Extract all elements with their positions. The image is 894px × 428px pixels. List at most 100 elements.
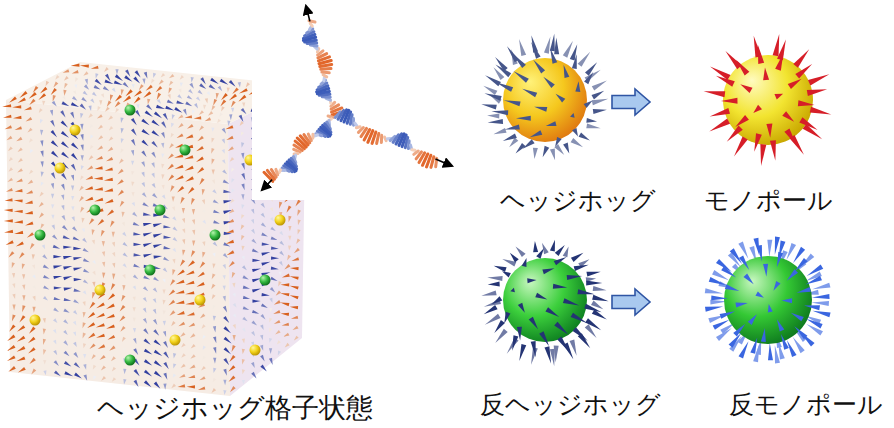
spin-cone	[487, 276, 502, 281]
figure-node: ヘッジホッグ格子状態	[0, 40, 330, 400]
spin-cone	[163, 236, 171, 239]
q-vector-arrow	[306, 6, 310, 21]
spin-cone	[94, 198, 103, 202]
spin-cone	[189, 365, 195, 369]
spin-cone	[260, 364, 266, 371]
spin-cone	[63, 90, 66, 96]
spin-cone	[61, 131, 69, 138]
helix-spin	[311, 134, 314, 138]
spin-cone	[233, 303, 237, 308]
spin-cone	[6, 240, 14, 245]
spin-cone	[172, 259, 175, 264]
spin-cone	[154, 371, 162, 378]
spin-cone	[95, 79, 102, 85]
spin-cone	[9, 96, 17, 102]
spin-cone	[92, 292, 95, 299]
spin-cone	[167, 99, 174, 103]
spin-cone	[550, 349, 555, 367]
spin-cone	[133, 348, 138, 355]
spin-cone	[64, 371, 73, 376]
spin-cone	[716, 76, 735, 87]
spin-cone	[185, 134, 193, 138]
spin-cone	[557, 337, 569, 353]
spin-cone	[161, 121, 166, 128]
spin-cone	[492, 296, 503, 304]
spin-cone	[122, 285, 125, 291]
spin-cone	[156, 105, 165, 109]
antimonopole-dot	[180, 145, 191, 156]
sphere	[503, 258, 587, 342]
spin-cone	[226, 240, 234, 244]
spin-cone	[241, 142, 244, 147]
spin-cone	[493, 128, 506, 134]
block-arrow	[612, 89, 650, 115]
spin-cone	[223, 285, 226, 290]
spin-cone	[8, 167, 13, 171]
spin-cone	[494, 266, 507, 272]
spin-cone	[269, 308, 272, 312]
spin-cone	[585, 318, 601, 330]
spin-cone	[229, 261, 235, 267]
spin-cone	[153, 234, 162, 238]
monopole-dot	[250, 345, 261, 356]
spin-cone	[41, 182, 44, 186]
spin-cone	[185, 302, 194, 305]
spin-cone	[222, 159, 226, 164]
spin-cone	[760, 144, 766, 166]
spin-cone	[143, 254, 152, 258]
spin-cone	[205, 117, 211, 121]
spin-cone	[177, 133, 184, 138]
spin-cone	[83, 374, 87, 380]
spin-cone	[212, 169, 215, 174]
spin-cone	[793, 337, 805, 353]
spin-cone	[157, 99, 161, 104]
spin-cone	[239, 115, 244, 122]
spin-cone	[811, 301, 829, 306]
spin-cone	[260, 345, 263, 351]
spin-cone	[227, 219, 234, 223]
spin-cone	[83, 290, 87, 294]
spin-cone	[143, 91, 151, 98]
spin-cone	[73, 352, 78, 358]
spin-cone	[563, 298, 579, 305]
spin-cone	[261, 303, 268, 308]
spin-cone	[290, 286, 299, 290]
spin-cone	[550, 48, 557, 64]
spin-cone	[122, 337, 126, 342]
spin-cone	[563, 143, 569, 154]
spin-cone	[104, 188, 113, 191]
spin-cone	[546, 121, 557, 126]
spin-cone	[224, 347, 231, 354]
spin-cone	[163, 373, 167, 380]
spin-cone	[174, 154, 183, 158]
spin-cone	[101, 376, 106, 381]
spin-cone	[804, 305, 820, 310]
spin-cone	[205, 98, 208, 103]
spin-cone	[32, 296, 35, 301]
spin-cone	[743, 274, 753, 285]
spin-cone	[22, 284, 25, 289]
node-label: モノポール	[704, 186, 833, 216]
spin-cone	[539, 331, 549, 346]
spin-cone	[154, 339, 162, 345]
spin-cone	[533, 59, 545, 73]
spin-cone	[152, 193, 157, 198]
spin-cone	[543, 146, 550, 157]
spin-cone	[163, 351, 169, 358]
spin-cone	[115, 95, 122, 102]
spin-cone	[527, 278, 536, 283]
spin-cone	[295, 199, 300, 206]
spin-cone	[169, 74, 174, 78]
spin-cone	[280, 293, 289, 296]
spin-cone	[542, 268, 554, 274]
spin-cone	[238, 95, 246, 102]
spin-cone	[163, 246, 170, 249]
spin-cone	[87, 322, 95, 328]
spin-cone	[730, 248, 742, 264]
spin-cone	[51, 215, 54, 220]
spin-cone	[768, 343, 773, 360]
spin-cone	[102, 241, 105, 247]
spin-cone	[17, 168, 23, 172]
spin-cone	[144, 349, 153, 355]
spin-cone	[74, 84, 77, 88]
